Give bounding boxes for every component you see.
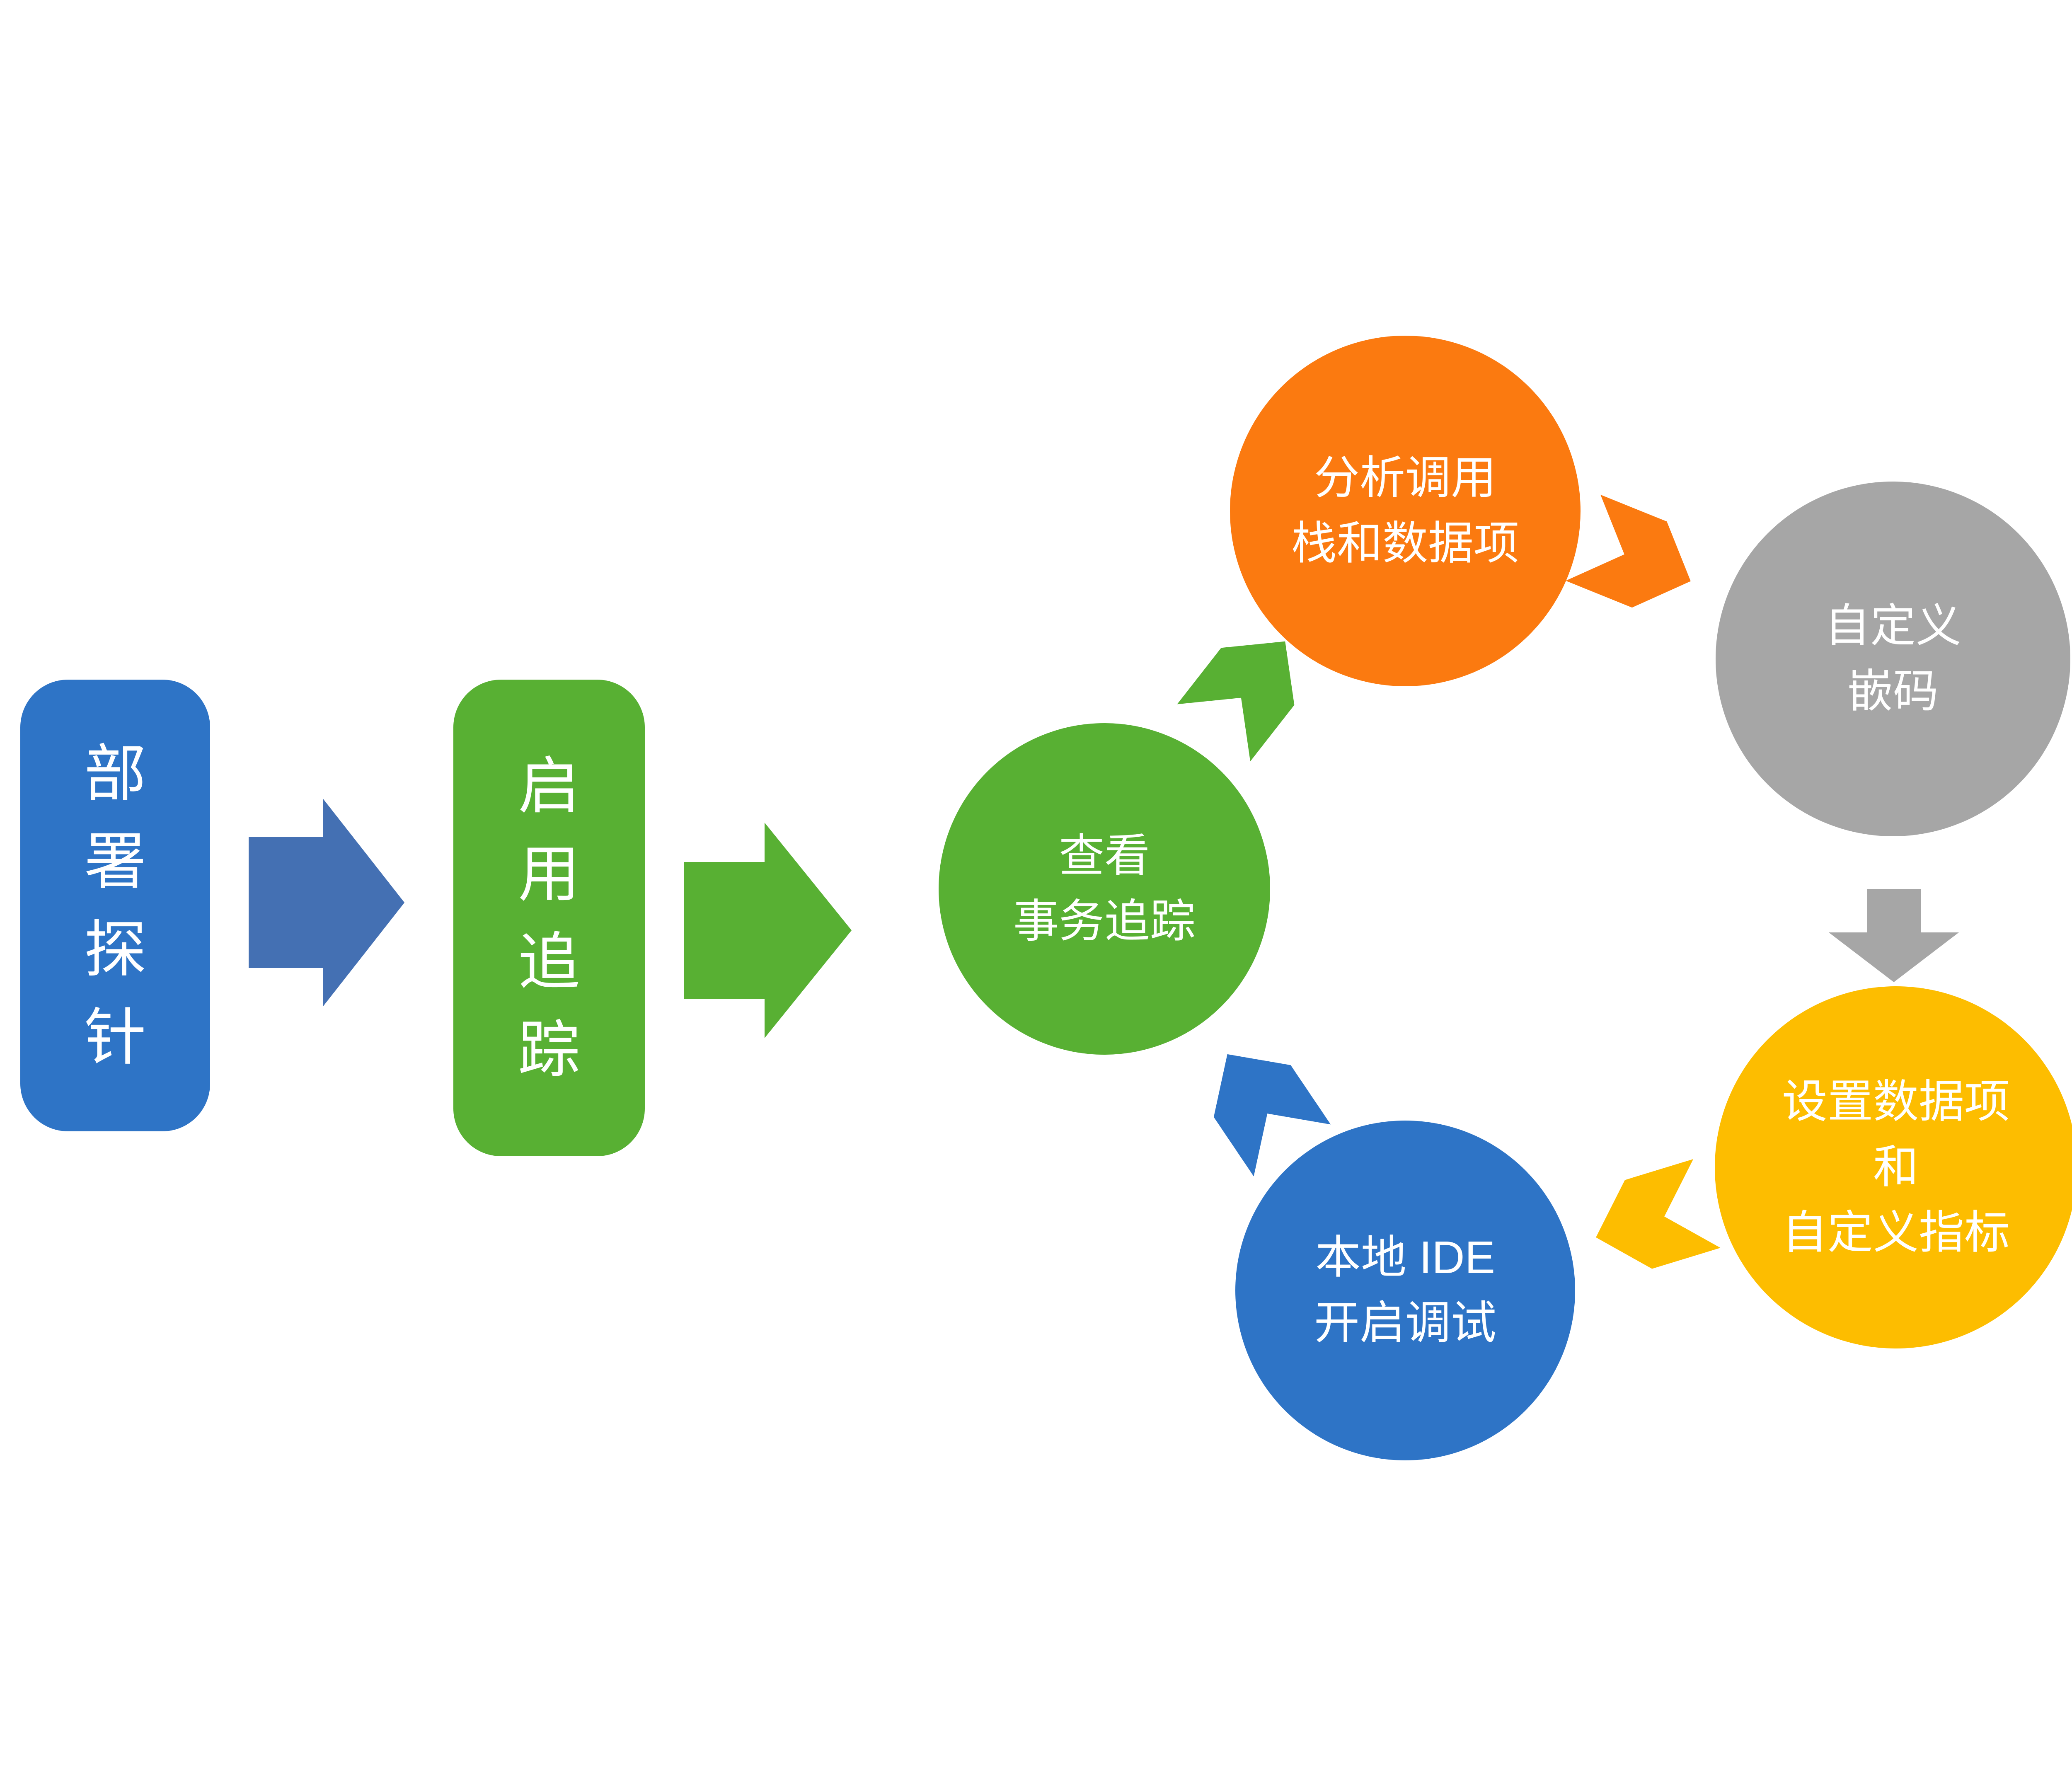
- node-local-ide-debug: 本地 IDE 开启调试: [1235, 1121, 1575, 1460]
- node-deploy-probe-char: 署: [84, 827, 146, 896]
- node-set-dataitems-metrics: 设置数据项 和 自定义指标: [1715, 986, 2072, 1348]
- arrow-view-to-analyze-shape: [1177, 641, 1295, 762]
- arrow-embed-to-setdata-shape: [1829, 889, 1959, 982]
- node-set-dataitems-metrics-line: 自定义指标: [1782, 1207, 2010, 1258]
- arrow-deploy-to-enable-shape: [249, 799, 404, 1006]
- node-analyze-callstack-line: 栈和数据项: [1291, 518, 1519, 569]
- node-enable-tracing-char: 踪: [518, 1015, 580, 1085]
- arrow-ide-to-view: [1213, 1054, 1331, 1177]
- node-analyze-callstack-line: 分析调用: [1314, 453, 1496, 504]
- node-local-ide-debug-line: 本地 IDE: [1315, 1232, 1495, 1283]
- node-analyze-callstack: 分析调用 栈和数据项: [1230, 336, 1581, 686]
- arrow-analyze-to-embed-shape: [1566, 494, 1691, 608]
- arrow-setdata-to-ide-shape: [1596, 1159, 1721, 1269]
- arrow-enable-to-view: [684, 823, 852, 1038]
- node-view-transaction-trace-line: 查看: [1059, 830, 1150, 881]
- arrow-enable-to-view-shape: [684, 823, 852, 1038]
- node-enable-tracing-char: 追: [518, 927, 580, 997]
- arrow-setdata-to-ide: [1596, 1159, 1721, 1269]
- node-set-dataitems-metrics-line: 设置数据项: [1782, 1076, 2010, 1127]
- node-custom-embed-line: 自定义: [1825, 600, 1961, 651]
- node-view-transaction-trace-line: 事务追踪: [1013, 896, 1196, 947]
- node-custom-embed: 自定义 嵌码: [1716, 482, 2070, 836]
- node-enable-tracing-char: 启: [518, 751, 580, 821]
- node-deploy-probe-char: 探: [84, 915, 146, 984]
- arrow-deploy-to-enable: [249, 799, 404, 1006]
- arrow-embed-to-setdata: [1829, 889, 1959, 982]
- node-deploy-probe-char: 部: [84, 739, 146, 809]
- node-deploy-probe-char: 针: [84, 1002, 146, 1072]
- arrow-view-to-analyze: [1177, 641, 1295, 762]
- node-deploy-probe: 部 署 探 针: [20, 680, 210, 1131]
- arrow-ide-to-view-shape: [1213, 1054, 1331, 1177]
- node-custom-embed-line: 嵌码: [1847, 666, 1939, 717]
- node-local-ide-debug-line: 开启调试: [1314, 1298, 1496, 1348]
- node-view-transaction-trace: 查看 事务追踪: [939, 723, 1270, 1055]
- arrow-analyze-to-embed: [1566, 494, 1691, 608]
- node-enable-tracing-char: 用: [518, 839, 580, 909]
- node-set-dataitems-metrics-line: 和: [1873, 1142, 1919, 1193]
- node-enable-tracing: 启 用 追 踪: [453, 680, 645, 1156]
